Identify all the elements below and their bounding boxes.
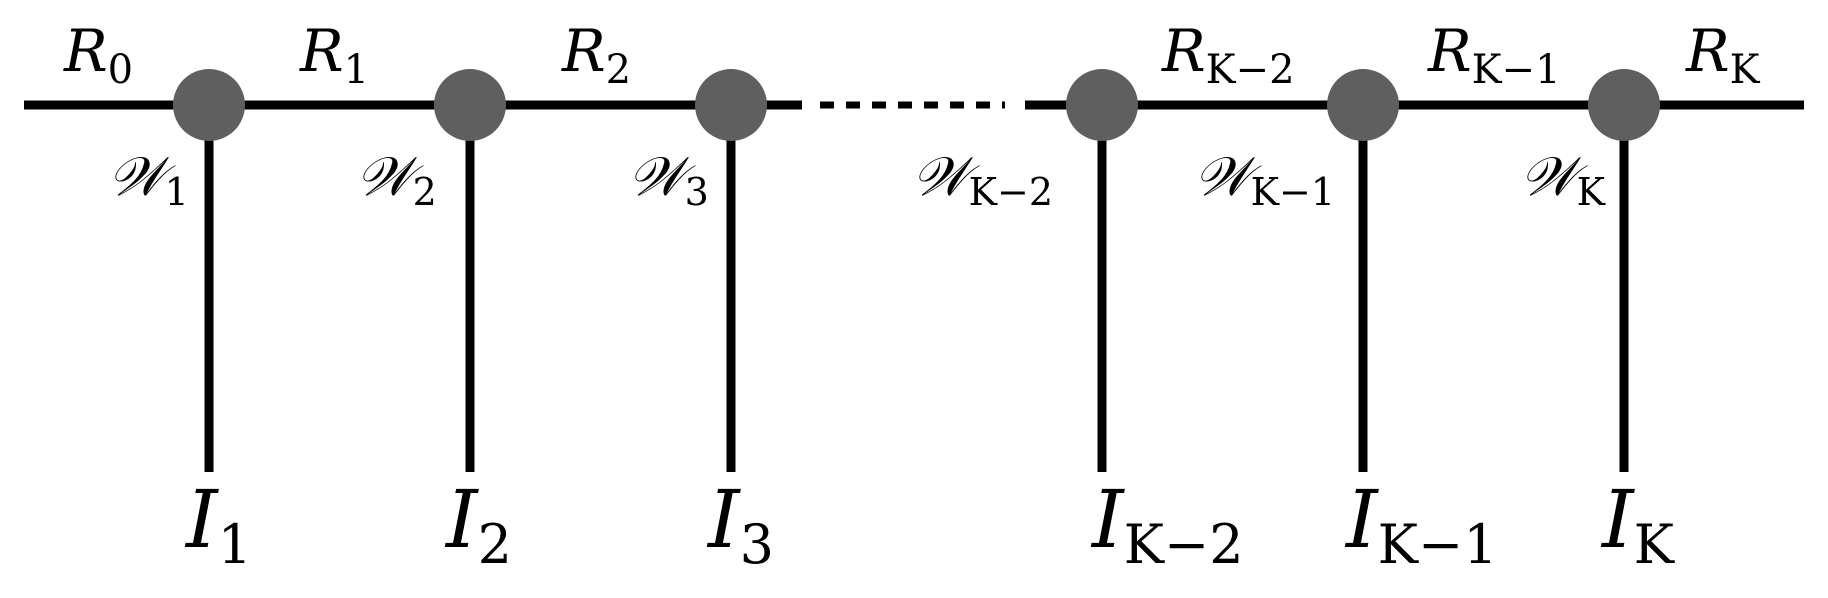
core-node-1 — [173, 69, 245, 141]
core-label-w3: 𝒲3 — [628, 145, 709, 214]
index-label-i3: I3 — [708, 473, 774, 576]
index-label-ik-2: IK−2 — [1092, 473, 1244, 576]
bond-label-r2: R2 — [562, 17, 632, 93]
core-label-w2: 𝒲2 — [356, 145, 437, 214]
core-label-w1: 𝒲1 — [108, 145, 189, 214]
bond-label-r0: R0 — [64, 17, 134, 93]
bond-label-rk: RK — [1686, 17, 1760, 93]
index-label-ik: IK — [1602, 473, 1674, 576]
core-label-wk: 𝒲K — [1520, 145, 1605, 214]
index-label-ik-1: IK−1 — [1346, 473, 1498, 576]
bond-label-rk-2: RK−2 — [1162, 17, 1295, 93]
core-node-3 — [695, 69, 767, 141]
core-node-k-2 — [1066, 69, 1138, 141]
core-label-wk-2: 𝒲K−2 — [912, 145, 1053, 214]
index-label-i1: I1 — [186, 473, 252, 576]
bond-label-r1: R1 — [300, 17, 370, 93]
core-node-k — [1588, 69, 1660, 141]
core-label-wk-1: 𝒲K−1 — [1194, 145, 1335, 214]
index-label-i2: I2 — [446, 473, 512, 576]
core-node-2 — [434, 69, 506, 141]
bond-label-rk-1: RK−1 — [1428, 17, 1561, 93]
core-node-k-1 — [1327, 69, 1399, 141]
